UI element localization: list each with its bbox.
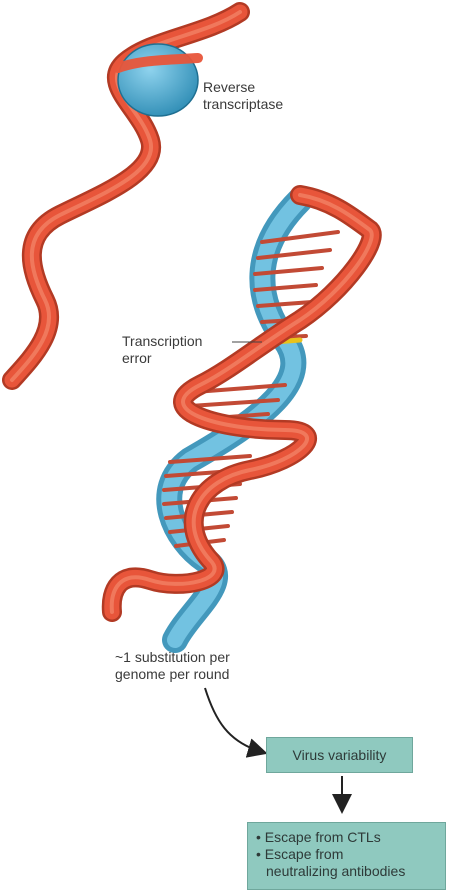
escape-line1: • Escape from CTLs (256, 829, 437, 846)
label-reverse-transcriptase: Reverse transcriptase (203, 79, 283, 113)
label-transcription-error: Transcription error (122, 333, 202, 367)
label-error-line1: Transcription (122, 333, 202, 350)
label-substitution-rate: ~1 substitution per genome per round (115, 649, 230, 683)
arrow-to-variability (205, 688, 262, 752)
label-reverse-line1: Reverse (203, 79, 283, 96)
virus-variability-box: Virus variability (266, 737, 413, 773)
escape-line3: neutralizing antibodies (256, 863, 437, 880)
label-reverse-line2: transcriptase (203, 96, 283, 113)
virus-variability-text: Virus variability (293, 747, 387, 764)
escape-line2: • Escape from (256, 846, 437, 863)
label-error-line2: error (122, 350, 202, 367)
dna-helix (112, 195, 372, 640)
label-rate-line2: genome per round (115, 666, 230, 683)
escape-box: • Escape from CTLs • Escape from neutral… (247, 822, 446, 890)
label-rate-line1: ~1 substitution per (115, 649, 230, 666)
